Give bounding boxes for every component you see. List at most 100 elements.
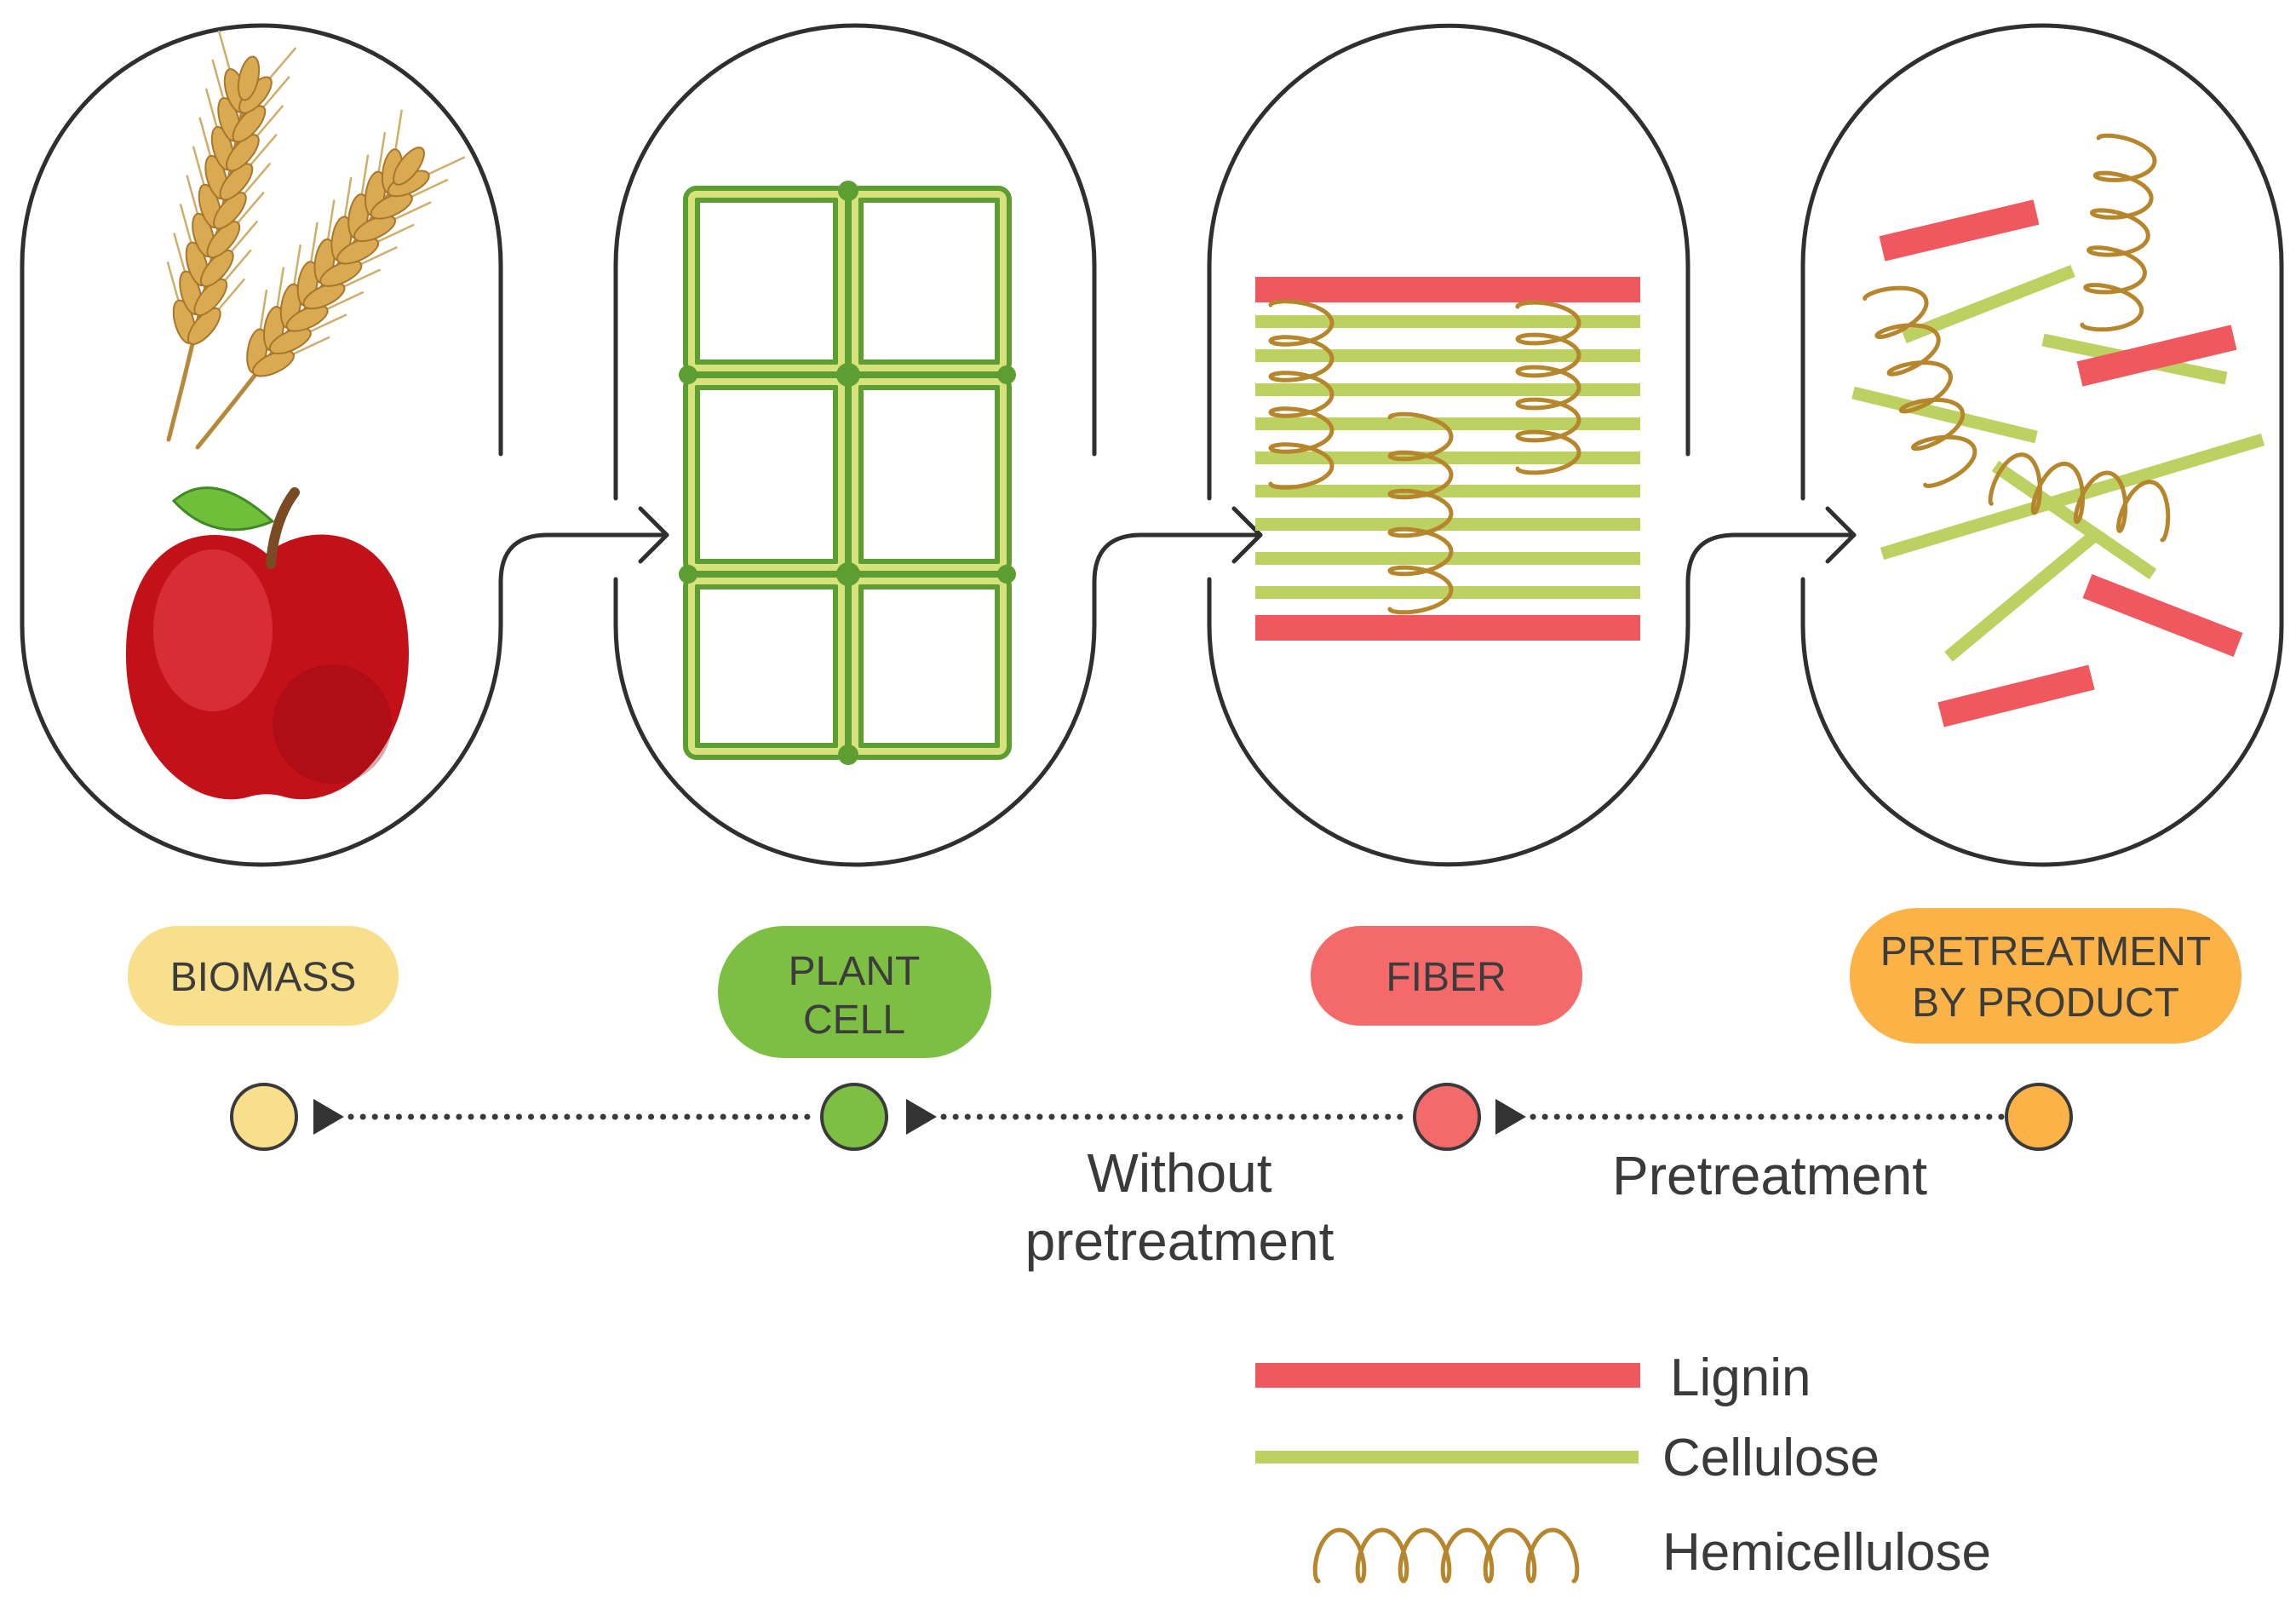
hemicellulose-coil [1387,411,1454,615]
arrow-right-icon [1825,506,1857,564]
cellulose-strand [1255,518,1640,531]
cell-wall [847,373,1012,576]
cell-wall-inner [688,378,845,571]
cell-junction [997,365,1016,384]
wheat-grain [353,215,397,243]
label-pill [1311,926,1582,1026]
capsule-plant-cell [613,23,1263,867]
legend-swatch-hemicellulose [1312,1527,1580,1584]
cellulose-strand [1255,349,1640,362]
wheat-grain [251,349,295,377]
timeline-arrow-icon [313,1099,344,1135]
label-text-line2: CELL [803,998,905,1043]
wheat-grain [370,192,413,220]
wheat-grain [193,278,228,317]
cell-wall [847,186,1012,377]
legend-label-cellulose: Cellulose [1662,1429,1880,1487]
label-pill [1850,908,2241,1044]
cellulose-strand [1255,451,1640,464]
lignin-fragment [1937,664,2095,727]
capsule-pretreatment-by-product [1800,23,2284,867]
hemicellulose-coil [1268,299,1335,490]
label-text: BIOMASS [170,955,357,1000]
capsule-outline [613,23,1263,867]
cell-wall [683,572,850,760]
cell-junction [836,562,860,586]
cellulose-strand [1255,383,1640,396]
wheat-grain [336,237,380,265]
legend-label-lignin: Lignin [1670,1349,1811,1407]
cellulose-fragment [1902,265,2075,343]
arrow-right-icon [638,506,669,564]
wheat-grain [393,147,425,186]
capsule-outline [1800,23,2284,867]
wheat-ear-left [166,30,296,442]
label-pill [128,926,399,1026]
timeline-node-pretreatment-by-product [2005,1083,2073,1151]
label-fiber: FIBER [1311,926,1582,1026]
capsule-fiber [1207,23,1857,867]
lignin-fragment [2076,325,2237,387]
legend: Lignin Cellulose Hemicellulose [1255,1349,1991,1584]
cellulose-fragment [1851,386,2038,444]
cellulose-strand [1255,315,1640,328]
timeline: Without pretreatment Pretreatment [230,1083,2073,1272]
hemicellulose-fragment [1988,452,2171,543]
timeline-arrow-icon [1495,1099,1526,1135]
cell-wall-inner [852,191,1007,371]
capsule-biomass [20,23,669,867]
cell-junction [679,565,697,584]
wheat-grain [232,105,267,143]
fragmented-fiber-icon [1851,133,2265,727]
wheat-grain [268,327,312,355]
cell-junction [838,745,858,765]
cellulose-fragment [1944,530,2099,662]
fiber-bundle-icon [1255,277,1640,641]
cell-wall-inner [852,578,1007,755]
hemicellulose-fragment [2080,133,2157,332]
cell-junction [836,363,860,387]
apple-icon [125,486,410,800]
timeline-node-fiber [1413,1083,1481,1151]
lignin-bar [1255,277,1640,302]
wheat-icon [166,30,466,450]
hemicellulose-coil [1515,300,1581,475]
hemicellulose-fragment [1863,285,1977,488]
apple-highlight [153,549,273,711]
wheat-grain [213,192,247,230]
lignin-fragment [1879,199,2040,262]
wheat-grain [219,163,254,201]
cell-junction [679,365,697,384]
plant-cell-grid-icon [679,181,1016,765]
label-text-line1: PRETREATMENT [1880,929,2211,975]
wheat-grain [199,250,234,288]
cellulose-fragment [1880,433,2265,561]
label-text: FIBER [1386,955,1506,1000]
timeline-node-plant-cell [820,1083,888,1151]
label-pretreatment-by-product: PRETREATMENT BY PRODUCT [1850,908,2241,1044]
label-plant-cell: PLANT CELL [718,926,991,1058]
wheat-ear-right [195,109,466,450]
legend-swatch-lignin [1255,1363,1640,1388]
label-text-line2: BY PRODUCT [1912,981,2179,1026]
legend-label-hemicellulose: Hemicellulose [1662,1523,1991,1582]
cell-wall [847,572,1012,760]
wheat-grain [285,304,329,332]
timeline-arrow-icon [906,1099,937,1135]
lignin-fragment [2082,574,2243,657]
wheat-grain [206,221,241,259]
without-pretreatment-label-line1: Without [1088,1142,1272,1204]
apple-leaf [171,486,275,532]
label-biomass: BIOMASS [128,926,399,1026]
wheat-grain [226,134,260,172]
cellulose-strand [1255,417,1640,430]
arrow-right-icon [1231,506,1263,564]
label-text-line1: PLANT [789,949,921,994]
capsule-outline [1207,23,1857,867]
pretreatment-label: Pretreatment [1612,1145,1927,1206]
cell-junction [838,181,858,201]
cell-wall-inner [852,378,1007,571]
cellulose-strand [1255,485,1640,497]
capsule-outline [20,23,669,867]
wheat-grain [302,282,346,310]
